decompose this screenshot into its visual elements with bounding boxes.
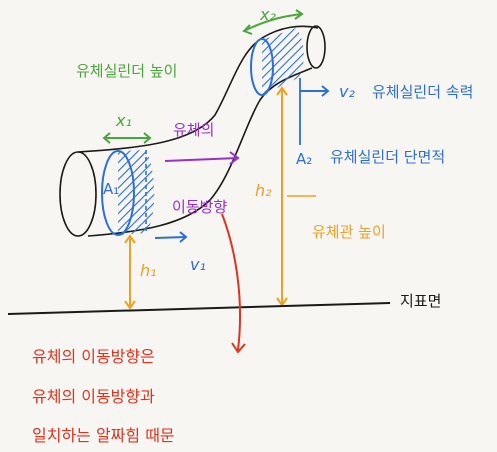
x1-arrow (102, 132, 152, 144)
label-cylinder-height: 유체실린더 높이 (76, 62, 177, 80)
h1-arrow (124, 234, 136, 310)
cylinder-2-face (250, 38, 274, 96)
ground-line (7, 302, 391, 315)
fluid-cylinder-1 (101, 150, 155, 236)
label-fluid-of: 유체의 (173, 121, 214, 139)
net-force-arrow (221, 213, 246, 354)
label-h2: h₂ (255, 181, 272, 200)
v1-arrow (154, 231, 188, 243)
label-pipe-height: 유체관 높이 (312, 223, 386, 241)
cylinder-1-body (118, 150, 155, 235)
pipe-left-opening (59, 151, 97, 237)
note-line-2: 유체의 이동방향과 (32, 387, 155, 406)
cylinder-1-face (101, 150, 135, 236)
label-move-direction: 이동방향 (172, 198, 227, 216)
h2-arrow (276, 86, 288, 307)
label-A2: A₂ (296, 150, 312, 168)
cylinder-2-body (262, 28, 304, 95)
label-ground: 지표면 (400, 292, 441, 310)
label-h1: h₁ (140, 261, 157, 280)
label-x2: x₂ (259, 5, 276, 24)
label-A2-description: 유체실린더 단면적 (330, 148, 445, 166)
note-line-3: 일치하는 알짜힘 때문 (32, 426, 175, 445)
label-v1: v₁ (190, 255, 206, 274)
x2-arrow (242, 9, 304, 35)
fluid-cylinder-2 (250, 28, 304, 96)
label-v2-description: 유체실린더 속력 (372, 83, 473, 101)
label-v2: v₂ (339, 82, 355, 101)
label-A1: A₁ (103, 180, 119, 198)
label-x1: x₁ (115, 111, 132, 130)
v2-arrow (300, 85, 330, 97)
note-line-1: 유체의 이동방향은 (32, 347, 155, 366)
pipe-right-opening (306, 25, 326, 69)
pipe-top-edge (77, 25, 319, 153)
flow-direction-arrow (164, 151, 240, 165)
